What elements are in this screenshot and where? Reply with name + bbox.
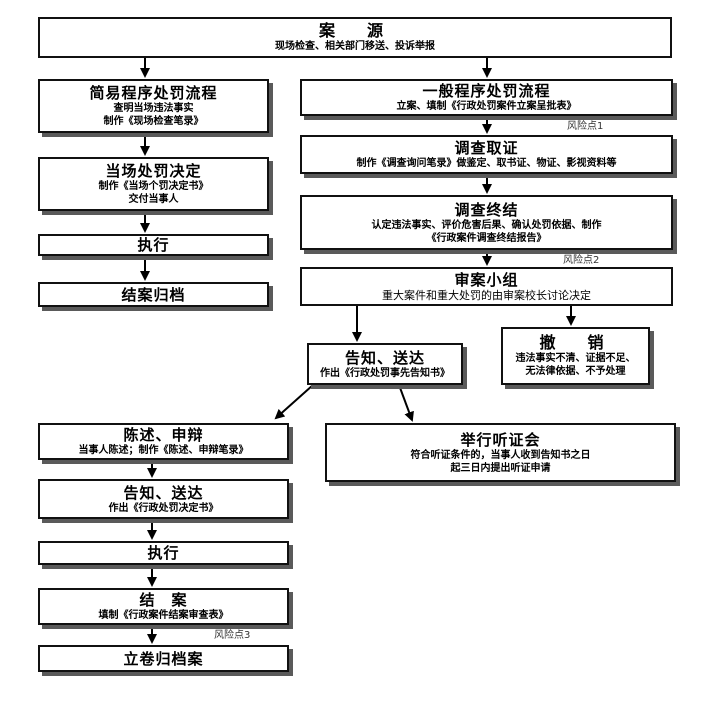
withdraw-title: 撤 销 — [539, 333, 612, 352]
general-title: 一般程序处罚流程 — [422, 82, 551, 100]
simple-execute-box: 执行 — [38, 234, 269, 256]
withdraw-sub2: 无法律依据、不予处理 — [525, 366, 626, 377]
decision-delivery-box: 告知、送达 作出《行政处罚决定书》 — [38, 479, 289, 519]
simple-sub1: 查明当场违法事实 — [113, 103, 194, 114]
review-group-box: 审案小组 重大案件和重大处罚的由审案校长讨论决定 — [300, 267, 673, 306]
source-title: 案 源 — [318, 21, 391, 40]
investigate-title: 调查取证 — [454, 139, 519, 157]
close-title: 结 案 — [139, 591, 188, 609]
review-sub: 重大案件和重大处罚的由审案校长讨论决定 — [382, 288, 591, 302]
on-site-decision-box: 当场处罚决定 制作《当场个罚决定书》 交付当事人 — [38, 157, 269, 211]
close-case-box: 结 案 填制《行政案件结案审查表》 — [38, 588, 289, 625]
investigate-box: 调查取证 制作《调查询问笔录》做鉴定、取书证、物证、影视资料等 — [300, 135, 673, 174]
source-sub: 现场检查、相关部门移送、投诉举报 — [275, 41, 435, 52]
investigate-sub: 制作《调查询问笔录》做鉴定、取书证、物证、影视资料等 — [356, 158, 617, 169]
simple-close: 结案归档 — [121, 285, 186, 304]
defense-sub: 当事人陈述；制作《陈述、申辩笔录》 — [78, 445, 249, 456]
deliver-title: 告知、送达 — [123, 483, 204, 502]
general-procedure-box: 一般程序处罚流程 立案、填制《行政处罚案件立案呈批表》 — [300, 79, 673, 116]
end-sub1: 认定违法事实、评价危害后果、确认处罚依据、制作 — [371, 219, 602, 231]
end-title: 调查终结 — [454, 200, 519, 219]
withdraw-sub1: 违法事实不清、证据不足、 — [515, 353, 636, 364]
defense-title: 陈述、申辩 — [123, 426, 204, 444]
archive-title: 立卷归档案 — [123, 649, 204, 668]
decision-sub1: 制作《当场个罚决定书》 — [98, 181, 209, 192]
arrow-notify-to-hearing — [398, 384, 414, 422]
simple-title: 简易程序处罚流程 — [89, 84, 218, 102]
review-title: 审案小组 — [454, 270, 519, 289]
end-sub2: 《行政案件调查终结报告》 — [426, 232, 547, 244]
risk-point-3: 风险点3 — [214, 630, 251, 641]
deliver-sub: 作出《行政处罚决定书》 — [108, 502, 219, 514]
archive-box: 立卷归档案 — [38, 645, 289, 672]
notify-sub: 作出《行政处罚事先告知书》 — [320, 367, 450, 379]
hearing-box: 举行听证会 符合听证条件的，当事人收到告知书之日 起三日内提出听证申请 — [325, 423, 676, 482]
simple-sub2: 制作《现场检查笔录》 — [103, 116, 204, 127]
defense-box: 陈述、申辩 当事人陈述；制作《陈述、申辩笔录》 — [38, 423, 289, 460]
decision-title: 当场处罚决定 — [105, 162, 202, 180]
simple-close-box: 结案归档 — [38, 282, 269, 307]
hearing-sub1: 符合听证条件的，当事人收到告知书之日 — [410, 449, 591, 461]
general-execute-box: 执行 — [38, 541, 289, 565]
simple-execute: 执行 — [137, 236, 170, 254]
source-box: 案 源 现场检查、相关部门移送、投诉举报 — [38, 17, 672, 58]
notify-title: 告知、送达 — [344, 348, 425, 367]
simple-procedure-box: 简易程序处罚流程 查明当场违法事实 制作《现场检查笔录》 — [38, 79, 269, 133]
prior-notice-box: 告知、送达 作出《行政处罚事先告知书》 — [307, 343, 463, 385]
investigation-end-box: 调查终结 认定违法事实、评价危害后果、确认处罚依据、制作 《行政案件调查终结报告… — [300, 195, 673, 250]
general-sub: 立案、填制《行政处罚案件立案呈批表》 — [396, 101, 577, 112]
general-execute: 执行 — [147, 544, 180, 562]
risk-point-2: 风险点2 — [563, 255, 600, 266]
hearing-sub2: 起三日内提出听证申请 — [450, 462, 551, 474]
decision-sub2: 交付当事人 — [128, 194, 179, 205]
hearing-title: 举行听证会 — [460, 430, 541, 449]
close-sub: 填制《行政案件结案审查表》 — [98, 610, 229, 621]
risk-point-1: 风险点1 — [567, 121, 604, 132]
withdraw-box: 撤 销 违法事实不清、证据不足、 无法律依据、不予处理 — [501, 327, 650, 385]
arrow-notify-to-defense — [274, 384, 314, 420]
